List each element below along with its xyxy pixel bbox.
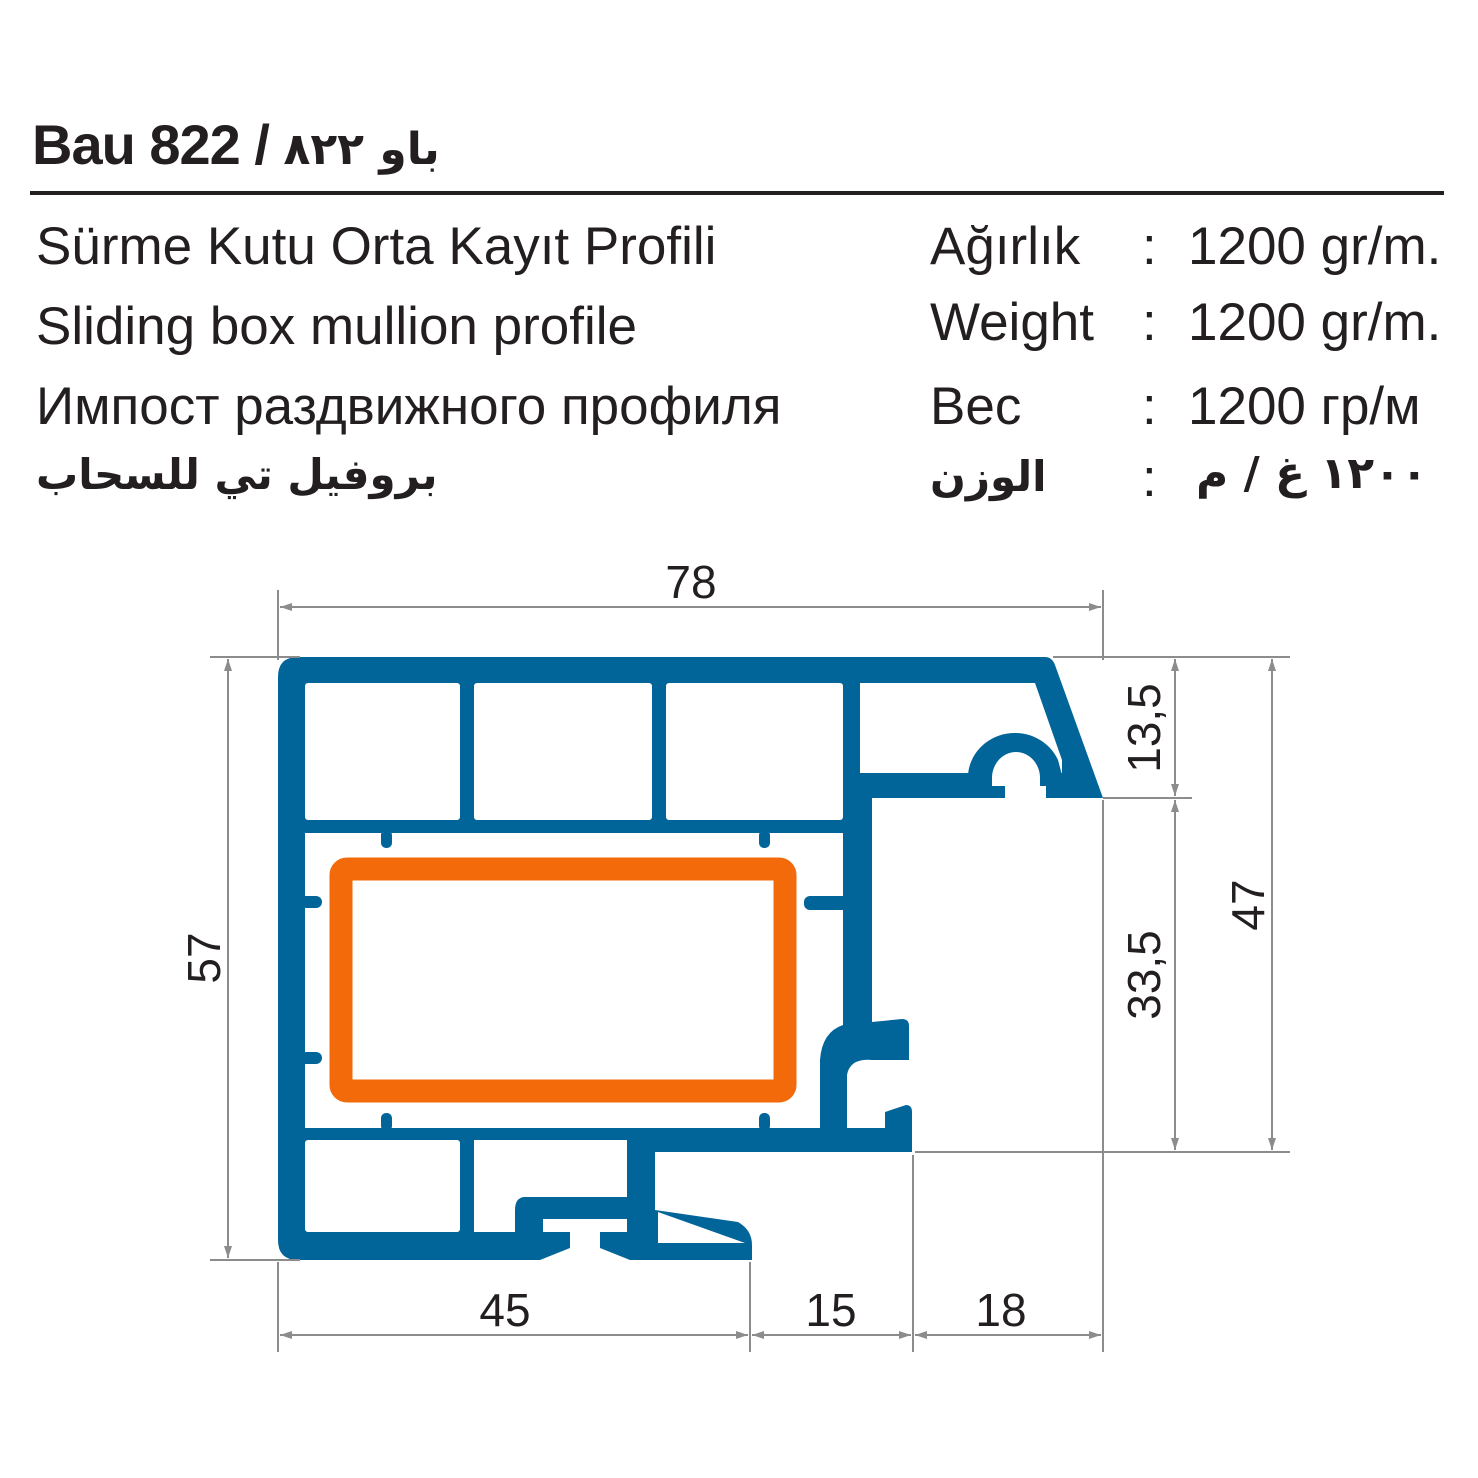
dim-bottom-left: 45 [479, 1284, 530, 1336]
weight-label-turkish: Ağırlık [930, 217, 1081, 276]
dim-mid-right-height: 33,5 [1118, 930, 1170, 1020]
dim-total-width: 78 [665, 556, 716, 608]
page-title: Bau 822 / باو ٨٢٢ [32, 112, 441, 177]
weight-sep-4: : [1142, 449, 1157, 508]
dim-total-height: 57 [178, 932, 230, 983]
t-slot-opening [570, 1230, 600, 1262]
weight-label-arabic: الوزن [930, 452, 1047, 501]
chamber [305, 833, 843, 1128]
dim-top-right-height: 13,5 [1118, 683, 1170, 773]
weight-value-russian: 1200 гр/м [1188, 377, 1421, 436]
title-divider [30, 191, 1444, 195]
chamber [305, 683, 460, 820]
chamber [474, 1140, 627, 1232]
dim-bottom-mid: 15 [805, 1284, 856, 1336]
weight-sep-3: : [1142, 377, 1157, 436]
description-turkish: Sürme Kutu Orta Kayıt Profili [36, 217, 717, 276]
description-russian: Импост раздвижного профиля [36, 377, 782, 436]
chamber [474, 683, 652, 820]
profile-nubs [300, 830, 848, 1131]
title-latin: Bau 822 / [32, 113, 270, 176]
dim-bottom-right: 18 [975, 1284, 1026, 1336]
dim-right-height: 47 [1222, 879, 1274, 930]
dimension-lines [210, 590, 1290, 1352]
weight-label-english: Weight [930, 293, 1094, 352]
weight-value-arabic: ١٢٠٠ غ / م [1196, 448, 1428, 499]
weight-sep-2: : [1142, 293, 1157, 352]
weight-label-russian: Вес [930, 377, 1022, 436]
t-slot [543, 1219, 627, 1232]
hook-groove [992, 752, 1046, 800]
chamber [305, 1140, 460, 1232]
profile-chambers [305, 683, 1062, 1262]
weight-value-english: 1200 gr/m. [1188, 293, 1442, 352]
description-english: Sliding box mullion profile [36, 297, 637, 356]
steel-reinforcement [329, 857, 797, 1103]
description-arabic: بروفيل تي للسحاب [36, 450, 438, 499]
chamber [666, 683, 843, 820]
weight-sep-1: : [1142, 217, 1157, 276]
chamber [658, 1212, 745, 1243]
title-arabic: باو ٨٢٢ [283, 124, 440, 175]
weight-value-turkish: 1200 gr/m. [1188, 217, 1442, 276]
